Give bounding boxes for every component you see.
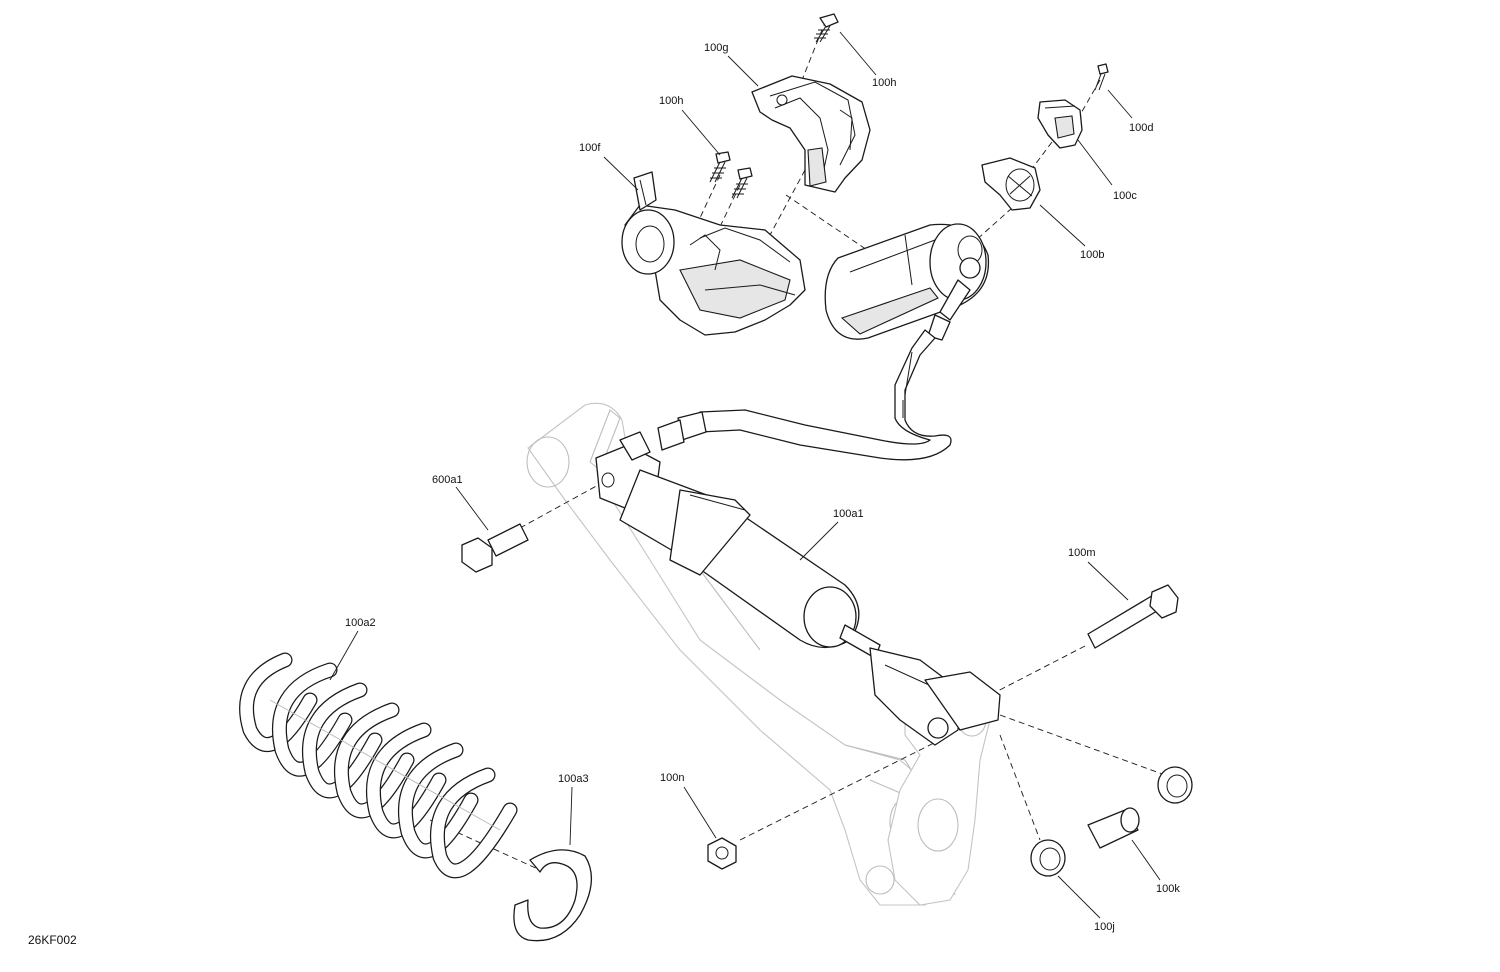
callout-100a2: 100a2	[345, 617, 376, 629]
callout-100f: 100f	[579, 142, 601, 154]
callout-100n: 100n	[660, 772, 684, 784]
coil-spring-100a2	[239, 652, 518, 879]
screw-100h-top	[814, 13, 839, 43]
callout-100g: 100g	[704, 42, 728, 54]
callout-100b: 100b	[1080, 249, 1104, 261]
bushing-100j	[1030, 839, 1066, 877]
bolt-100m	[1087, 584, 1179, 649]
callout-100h-top: 100h	[872, 77, 896, 89]
callout-100j: 100j	[1094, 921, 1115, 933]
callout-600a1: 600a1	[432, 474, 463, 486]
nut-100n	[707, 837, 737, 870]
callout-100h-left: 100h	[659, 95, 683, 107]
figure-id: 26KF002	[28, 933, 77, 947]
shock-absorber-100a1	[595, 431, 1001, 746]
clamp-bracket-left	[621, 171, 806, 336]
callout-100d: 100d	[1129, 122, 1153, 134]
callout-100k: 100k	[1156, 883, 1180, 895]
screw-100h-left-b	[731, 167, 753, 199]
screw-100d	[1094, 63, 1109, 91]
callout-100c: 100c	[1113, 190, 1137, 202]
bolt-600a1	[461, 523, 529, 573]
bushing-sleeve-100k	[1087, 807, 1140, 849]
callout-100m: 100m	[1068, 547, 1096, 559]
bracket-100c	[1037, 99, 1083, 149]
callout-100a1: 100a1	[833, 508, 864, 520]
reservoir-hose	[657, 329, 952, 461]
clamp-bracket-top	[751, 75, 871, 193]
spring-retainer-100a3	[513, 849, 593, 942]
callout-leaders	[329, 31, 1161, 919]
reservoir-canister	[824, 223, 990, 341]
callout-100a3: 100a3	[558, 773, 589, 785]
bushing-right	[1157, 766, 1193, 804]
reservoir-cap-100b	[981, 157, 1041, 211]
callout-labels: 100g 100h 100h 100f 100d 100c 100b 600a1…	[345, 42, 1180, 933]
screw-100h-left-a	[709, 151, 731, 183]
